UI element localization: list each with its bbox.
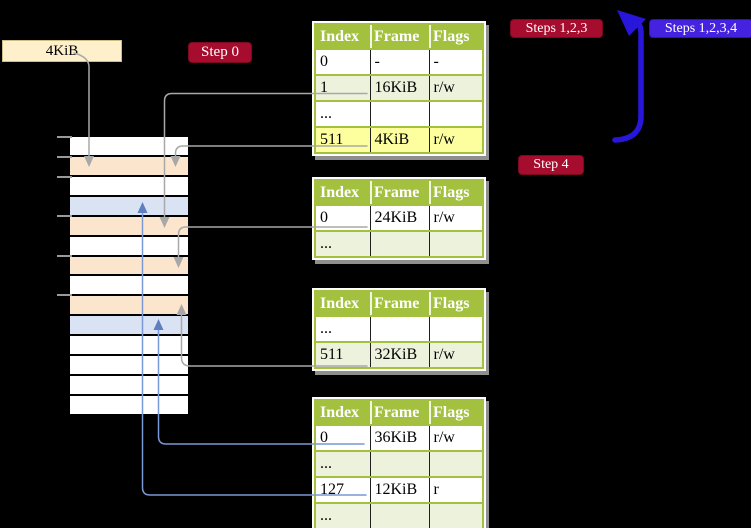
- table-cell: 24KiB: [369, 204, 429, 231]
- table-cell: 36KiB: [369, 424, 429, 451]
- column-header: Frame: [370, 24, 429, 49]
- table-cell: ...: [315, 502, 370, 528]
- table-cell: [428, 230, 483, 257]
- table-cell: ...: [315, 450, 370, 477]
- memory-frame-row-free: [70, 395, 188, 414]
- table-cell: 0: [315, 48, 370, 75]
- memory-frame-row-free: [70, 276, 188, 295]
- column-header: Frame: [370, 400, 429, 425]
- column-header: Index: [315, 24, 370, 49]
- column-header: Frame: [370, 291, 429, 316]
- frame-pointer-label: 4KiB: [2, 40, 122, 62]
- table-cell: 16KiB: [369, 74, 429, 101]
- table-cell: r/w: [428, 204, 483, 231]
- ruler-tick: [57, 255, 72, 257]
- memory-frame-row-free: [70, 356, 188, 375]
- step4-label: Step 4: [518, 155, 584, 175]
- memory-frame-row-free: [70, 336, 188, 355]
- steps-1234-label: Steps 1,2,3,4: [649, 19, 751, 38]
- step0-label: Step 0: [188, 42, 252, 63]
- memory-frame-row-page-table: [70, 256, 188, 275]
- table-row: ...: [315, 100, 483, 127]
- table-cell: r/w: [428, 341, 483, 368]
- table-cell: 511: [315, 126, 370, 153]
- table-cell: ...: [315, 100, 370, 127]
- steps-123-label: Steps 1,2,3: [510, 19, 603, 38]
- table-cell: [428, 100, 483, 127]
- table-cell: 12KiB: [369, 476, 429, 503]
- table-cell: [369, 230, 429, 257]
- column-header: Flags: [429, 180, 483, 205]
- table-row: ...: [315, 450, 483, 477]
- table-cell: ...: [315, 230, 370, 257]
- table-row: ...: [315, 230, 483, 257]
- table-cell: ...: [315, 315, 370, 342]
- column-header: Flags: [429, 291, 483, 316]
- ruler-tick: [57, 176, 72, 178]
- column-header: Index: [315, 400, 370, 425]
- memory-frame-row-mapped-page: [70, 316, 188, 335]
- column-header: Index: [315, 180, 370, 205]
- table-cell: 127: [315, 476, 370, 503]
- ruler-tick: [57, 156, 72, 158]
- table-cell: [369, 502, 429, 528]
- memory-frame-row-free: [70, 236, 188, 255]
- table-row: ...: [315, 502, 483, 528]
- table-cell: 511: [315, 341, 370, 368]
- table-row: 0--: [315, 48, 483, 75]
- table-cell: 1: [315, 74, 370, 101]
- memory-frame-row-free: [70, 376, 188, 394]
- column-header: Flags: [429, 400, 483, 425]
- table-cell: -: [428, 48, 483, 75]
- table-cell: 0: [315, 424, 370, 451]
- column-header: Flags: [429, 24, 483, 49]
- memory-frame-row-free: [70, 176, 188, 195]
- table-cell: [428, 450, 483, 477]
- table-cell: [369, 100, 429, 127]
- table-cell: [428, 315, 483, 342]
- memory-frame-row-free: [70, 137, 188, 155]
- memory-frame-row-page-table: [70, 156, 188, 175]
- table-cell: [369, 315, 429, 342]
- column-header: Frame: [370, 180, 429, 205]
- table-cell: [428, 502, 483, 528]
- table-cell: 32KiB: [369, 341, 429, 368]
- memory-frame-row-page-table: [70, 296, 188, 315]
- table-cell: r/w: [428, 424, 483, 451]
- ruler-tick: [57, 294, 72, 296]
- table-cell: r/w: [428, 126, 483, 153]
- table-cell: r: [428, 476, 483, 503]
- ruler-tick: [57, 215, 72, 217]
- physical-memory-column: [70, 137, 188, 414]
- ruler-tick: [57, 136, 72, 138]
- table-cell: -: [369, 48, 429, 75]
- recursive-loop-arrow-icon: [612, 10, 646, 143]
- table-cell: 4KiB: [369, 126, 429, 153]
- memory-frame-row-mapped-page: [70, 196, 188, 215]
- memory-frame-row-page-table: [70, 216, 188, 235]
- table-cell: [369, 450, 429, 477]
- table-row: ...: [315, 315, 483, 342]
- table-cell: 0: [315, 204, 370, 231]
- table-cell: r/w: [428, 74, 483, 101]
- column-header: Index: [315, 291, 370, 316]
